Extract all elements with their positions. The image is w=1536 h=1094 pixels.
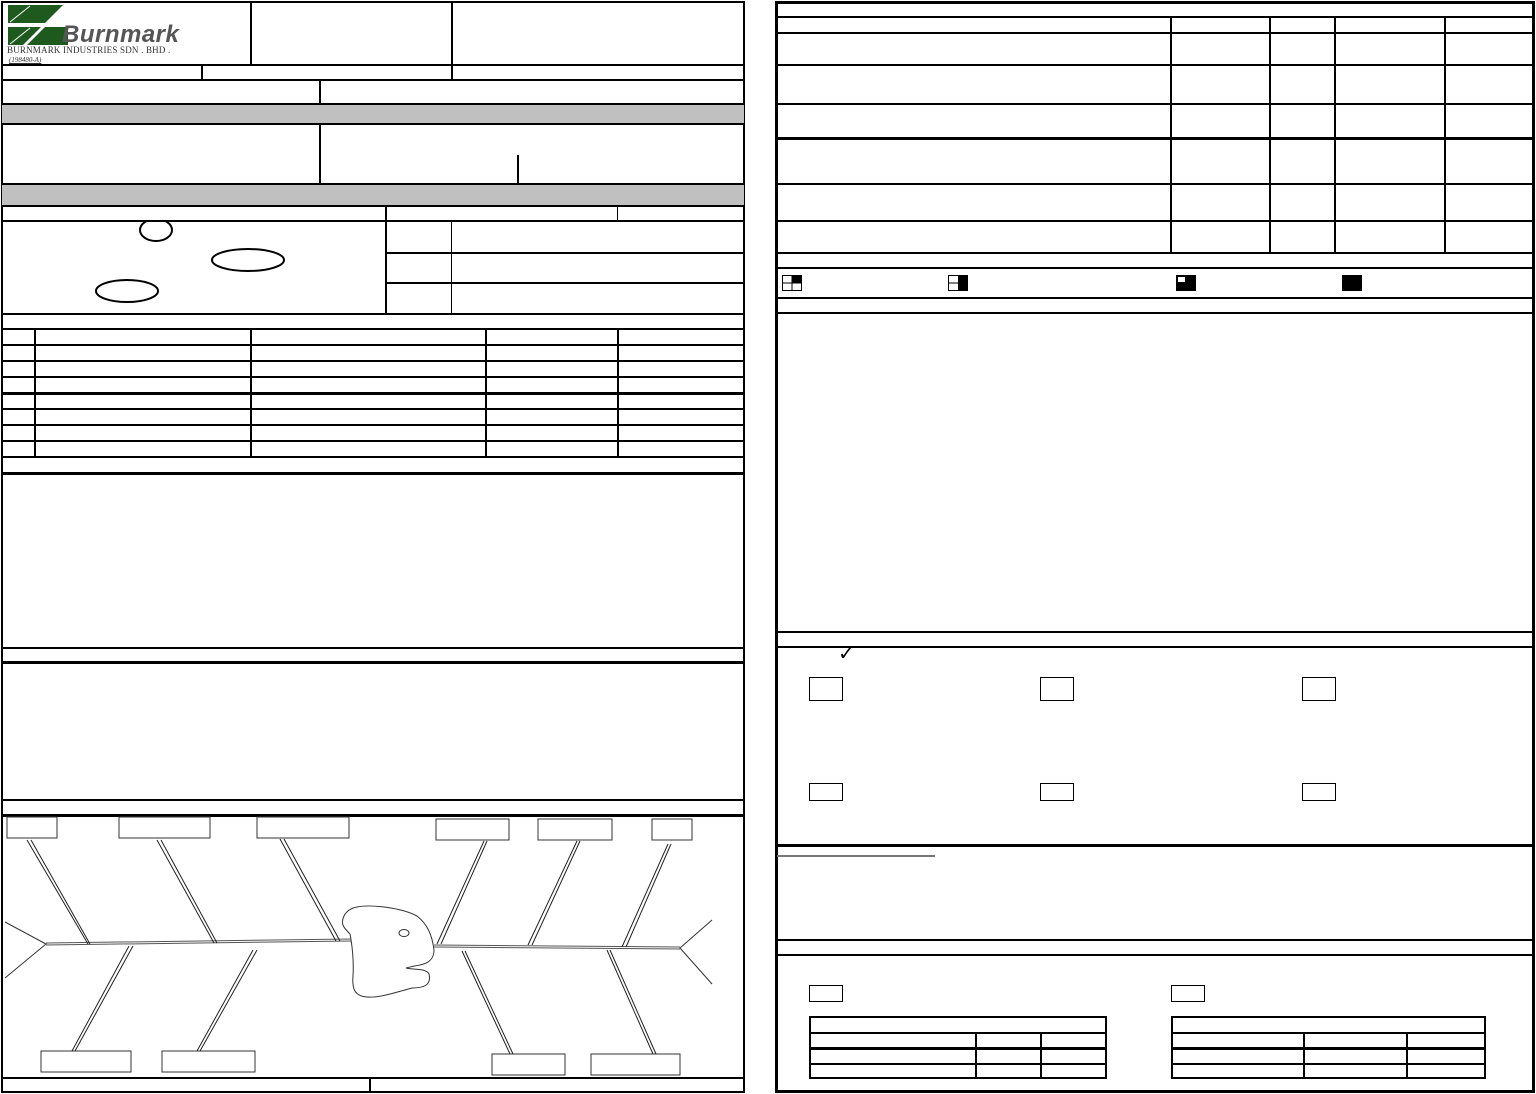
verification-checkbox[interactable] (1040, 783, 1074, 801)
closure-checkbox[interactable] (809, 985, 843, 1002)
sign-table-left[interactable] (809, 1016, 1107, 1079)
brand-name: Burnmark (62, 21, 180, 48)
right-page (775, 1, 1535, 1093)
action-table[interactable] (777, 17, 1534, 253)
header-field-row[interactable] (2, 66, 744, 79)
verification-checkbox[interactable] (809, 783, 843, 801)
underline-divider (777, 855, 935, 857)
cause-box (40, 1050, 132, 1073)
section-header-bar (2, 185, 744, 205)
cause-box (491, 1053, 566, 1076)
left-page (1, 1, 745, 1093)
detail-table[interactable] (2, 329, 744, 457)
cause-box (256, 816, 350, 839)
section-header-bar (2, 105, 744, 123)
footer-field[interactable] (371, 1079, 744, 1092)
remarks-area[interactable] (777, 858, 1534, 939)
cause-box (161, 1050, 256, 1073)
verification-checkbox[interactable] (1302, 677, 1336, 701)
progress-three-quarter-icon (1176, 275, 1196, 291)
cause-box (118, 816, 211, 839)
containment-action-area[interactable] (2, 664, 744, 799)
burnmark-logo-icon (8, 5, 68, 45)
progress-full-icon (1342, 275, 1362, 291)
ellipse-marker-icon (95, 279, 159, 303)
check-mark-icon: ✓ (838, 641, 855, 665)
verification-checkbox[interactable] (1302, 783, 1336, 801)
cause-box (651, 818, 693, 841)
ellipse-marker-icon (211, 248, 285, 272)
sign-table-right[interactable] (1171, 1016, 1486, 1079)
problem-description-area[interactable] (2, 475, 744, 647)
fishbone-diagram (4, 816, 713, 1076)
fish-head-icon (341, 905, 435, 998)
closure-checkbox[interactable] (1171, 985, 1205, 1002)
company-logo: Burnmark BURNMARK INDUSTRIES SDN . BHD .… (4, 3, 249, 65)
registration-number: (198480-A) (9, 56, 42, 64)
progress-quarter-icon (782, 275, 802, 291)
circle-marker-icon (139, 222, 173, 242)
verification-checkbox[interactable] (1040, 677, 1074, 701)
footer-field[interactable] (2, 1079, 368, 1092)
cause-box (590, 1053, 681, 1076)
verification-checkbox[interactable] (809, 677, 843, 701)
progress-half-icon (948, 275, 968, 291)
defect-sketch (95, 222, 285, 303)
cause-box (537, 818, 613, 841)
cause-box (6, 816, 58, 839)
company-name: BURNMARK INDUSTRIES SDN . BHD . (7, 45, 171, 55)
cause-box (435, 818, 510, 841)
corrective-action-area[interactable] (777, 314, 1534, 631)
